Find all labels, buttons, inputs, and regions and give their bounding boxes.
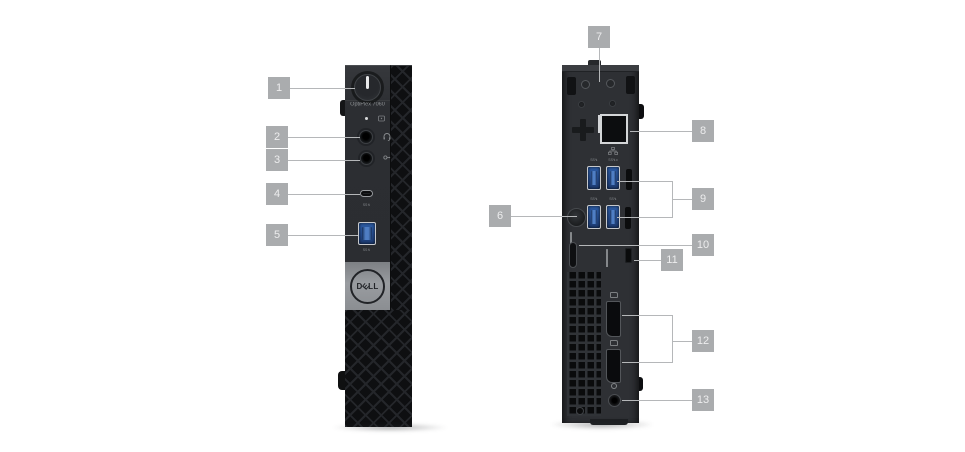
side-vent-mesh [390,65,412,310]
callout-line-5 [288,235,358,236]
back-unit-shadow [549,419,655,430]
side-button-bump [340,100,346,116]
power-connector [607,393,621,407]
dell-logo-letter: L [373,281,379,291]
callout-label-11: 11 [661,249,683,271]
ethernet-port [600,114,628,144]
dell-logo-letter: D [356,281,363,291]
bottom-foot-bar [590,419,628,425]
callout-line-1 [290,88,355,89]
callout-line-9 [617,181,672,182]
callout-line-9 [617,217,672,218]
hdd-activity-led [365,117,368,120]
panel-screw [577,100,585,108]
usb-superspeed-badge: SS↯ [590,197,598,202]
callout-line-10 [579,245,692,246]
usb-a-port-front [357,221,376,245]
callout-label-5: 5 [266,224,288,246]
usb-superspeed-badge: SS↯ [609,197,617,202]
headset-icon [383,132,391,141]
front-unit-shadow [331,423,449,432]
power-icon [611,383,617,389]
callout-line-11 [634,260,661,261]
bottom-screw-hole [576,407,584,415]
callout-label-9: 9 [692,188,714,210]
rear-slot [626,169,632,190]
callout-label-1: 1 [268,77,290,99]
displayport-icon [609,340,618,346]
usb-a-port-rear [587,166,601,190]
callout-line-13 [622,400,692,401]
usb-superspeed-badge: SS↯ [590,158,598,163]
side-foot-bump [338,371,346,390]
dell-logo-letter: L [368,281,374,291]
usb-a-port-rear [606,166,620,190]
mount-slot-left [567,77,576,95]
model-label: OptiPlex 7060 [350,102,385,108]
network-icon [608,147,618,155]
callout-label-6: 6 [489,205,511,227]
callout-line-9 [672,199,692,200]
usb-a-superspeed-badge: SS↯ [362,248,371,253]
callout-line-12 [672,315,673,363]
callout-line-8 [630,131,692,132]
top-latch-tab [588,60,601,66]
callout-line-7 [599,48,600,82]
usb-a-port-rear [587,205,601,229]
callout-label-13: 13 [692,389,714,411]
callout-label-4: 4 [266,183,288,205]
side-knob-bottom [638,377,643,391]
callout-label-12: 12 [692,330,714,352]
power-button [354,74,381,101]
thumbscrew [567,208,586,227]
usb-c-superspeed-badge: SS↯ [362,203,371,208]
rear-top-lip [562,65,639,72]
antenna-connector-right [605,78,615,88]
padlock-ring [569,242,577,268]
hard-drive-icon [378,115,385,122]
displayport-icon [609,292,618,298]
front-vent-mesh [345,310,412,427]
callout-label-10: 10 [692,234,714,256]
callout-line-12 [622,315,672,316]
power-led-bar-icon [366,76,369,89]
line-out-icon [383,155,391,160]
antenna-knockout-plus [571,127,594,133]
callout-label-7: 7 [588,26,610,48]
callout-label-2: 2 [266,126,288,148]
callout-line-12 [672,341,692,342]
panel-screw [608,99,616,107]
rear-vent-grid [567,272,601,416]
callout-label-8: 8 [692,120,714,142]
callout-line-6 [511,216,577,217]
line-out-jack [359,151,373,165]
usb-superspeed-badge: SS↯o [608,158,618,163]
usb-c-port [360,190,373,197]
universal-audio-jack [359,129,373,144]
callout-line-3 [288,160,360,161]
callout-line-4 [288,194,360,195]
callout-line-2 [288,137,360,138]
callout-line-12 [622,362,672,363]
callout-label-3: 3 [266,149,288,171]
security-cable-slot [625,248,632,263]
rear-slot [625,207,631,229]
side-knob-top [638,104,644,119]
antenna-connector-left [580,79,590,89]
mount-slot-right [626,76,635,94]
displayport-1 [606,301,621,337]
